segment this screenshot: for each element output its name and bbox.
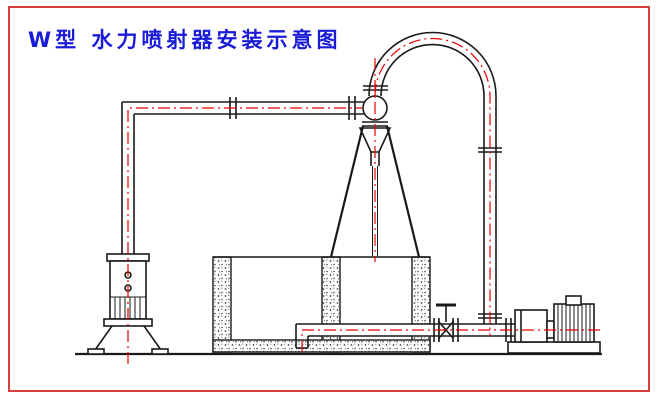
vacuum-suction-pipe: [121, 96, 364, 254]
pump-base: [507, 341, 601, 354]
tank-left-wall: [212, 256, 232, 353]
vessel-ribs: [110, 296, 146, 319]
diagram-title: W型 水力喷射器安装示意图: [28, 28, 342, 52]
centerline-vessel: [127, 107, 362, 364]
motor-terminal-box: [565, 295, 582, 306]
pump-suction-pipe: [295, 323, 515, 349]
tank-bottom: [212, 339, 431, 353]
motor: [553, 295, 595, 343]
pump-unit: [505, 295, 601, 354]
centerline-pump-line: [301, 329, 604, 352]
water-tank: [212, 256, 431, 353]
tank-right-wall: [411, 256, 431, 353]
discharge-curve-pipe: [368, 31, 502, 324]
centerline-curve: [374, 37, 491, 336]
tank-middle-wall: [321, 256, 341, 353]
pump-casing: [514, 309, 548, 343]
centerlines: [127, 37, 604, 364]
vessel-legs: [87, 325, 169, 355]
support-tripod: [329, 125, 421, 258]
